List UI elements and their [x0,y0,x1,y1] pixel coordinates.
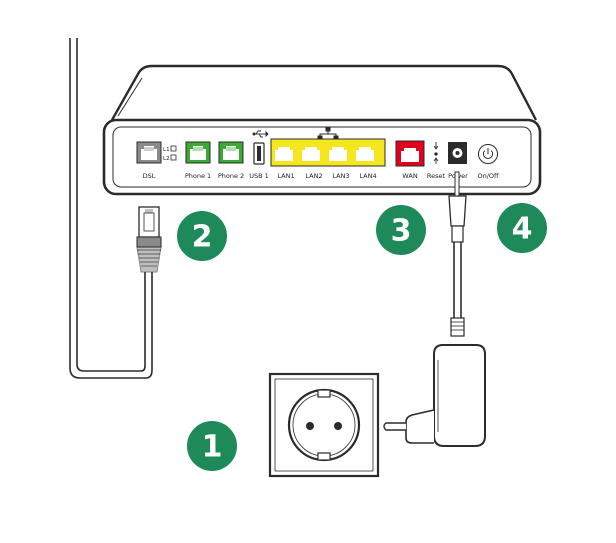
step-badge-2: 2 [177,211,227,261]
power-button-icon[interactable] [478,144,498,164]
lan1-port-label: LAN1 [277,172,294,180]
phone1-port-label: Phone 1 [185,172,211,180]
step-badge-4: 4 [497,203,547,253]
lan1-port[interactable] [275,147,293,161]
lan4-port[interactable] [356,147,374,161]
phone2-port[interactable] [218,141,244,164]
wan-port[interactable] [395,140,425,167]
led-l2 [170,154,177,161]
lan2-port-label: LAN2 [305,172,322,180]
dsl-port[interactable] [136,141,162,164]
step-badge-1: 1 [187,421,237,471]
lan3-port[interactable] [329,147,347,161]
wan-port-label: WAN [402,172,418,180]
led-l1 [170,145,177,152]
lan3-port-label: LAN3 [332,172,349,180]
step-badge-3-number: 3 [391,214,412,249]
usb1-port-label: USB 1 [249,172,269,180]
power-cable-connector [448,171,467,337]
dsl-port-label: DSL [143,172,156,180]
led-l1-label: L1 [163,147,170,153]
step-badge-4-number: 4 [512,212,533,247]
lan2-port[interactable] [302,147,320,161]
wall-socket [268,372,380,478]
dsl-cable-plug [136,206,162,273]
step-badge-2-number: 2 [192,220,213,255]
reset-button[interactable] [433,142,439,164]
power-adapter [383,344,486,447]
onoff-button-label: On/Off [477,172,499,180]
phone2-port-label: Phone 2 [218,172,244,180]
reset-button-label: Reset [427,172,446,180]
network-icon [317,127,339,140]
step-badge-1-number: 1 [202,430,223,465]
power-port[interactable] [448,142,467,164]
phone1-port[interactable] [185,141,211,164]
led-l2-label: L2 [163,156,170,162]
dsl-cable [69,38,153,379]
usb-icon [252,130,269,138]
lan4-port-label: LAN4 [359,172,376,180]
step-badge-3: 3 [376,205,426,255]
usb1-port[interactable] [253,142,265,165]
